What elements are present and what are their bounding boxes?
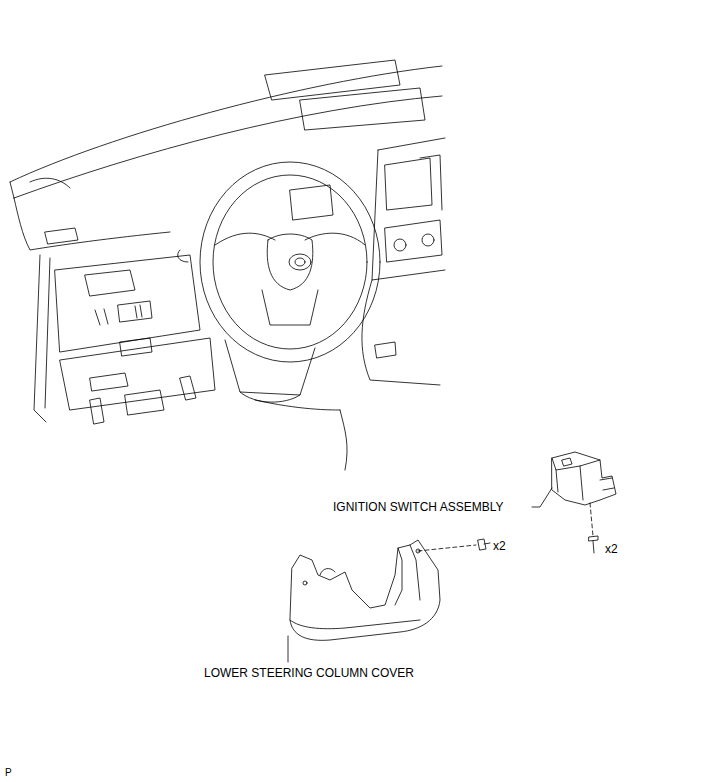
ignition-switch [562,458,572,466]
switches [95,305,142,325]
knob [120,338,152,356]
switch [375,342,396,358]
column-cover [290,540,440,640]
control-panel [385,220,442,262]
dash-outline [255,400,340,410]
quantity-label: x2 [492,539,507,553]
wheel-spoke [262,290,318,325]
column-cover [320,568,335,575]
release-handle [90,373,128,391]
column-cover [290,620,420,629]
defroster [265,60,400,100]
pillar [45,258,50,408]
display [420,155,442,210]
pedal [180,376,196,400]
corner-mark: P [4,766,13,780]
screw [478,539,490,550]
center-stack [372,138,445,280]
console [362,280,440,385]
knob [394,239,406,251]
vent [85,270,135,296]
dash-outline [14,198,170,250]
emblem [289,254,311,270]
switch-panel [118,301,152,322]
dash-outline [14,96,442,198]
dash-outline [10,182,14,198]
wheel-hub [267,234,313,290]
steering-wheel [213,175,367,349]
console [340,410,347,470]
part-name: IGNITION SWITCH ASSEMBLY [332,500,504,514]
pillar [34,255,46,422]
steering-column [240,392,300,402]
dashed-line [590,503,593,536]
pedal [90,398,104,424]
emblem [295,258,305,266]
part-name: LOWER STEERING COLUMN COVER [203,666,415,680]
vent [45,228,78,244]
screw-hole [303,581,307,585]
ignition-switch [552,452,616,505]
column-cover [410,545,420,600]
vent [290,185,333,220]
lower-dash [55,255,200,352]
connector [600,478,614,490]
ignition-switch [552,458,600,500]
leader-line [288,636,289,662]
leader-line [532,488,552,507]
screw [589,536,598,553]
steering-wheel [200,162,380,362]
dashed-line [418,545,476,551]
knob [422,234,434,246]
dash-panel [300,88,425,130]
lower-dash [60,338,215,410]
display [385,158,432,210]
quantity-label: x2 [604,542,619,556]
stalk [178,250,188,262]
dash-outline [30,178,70,188]
wheel-spoke [215,233,365,245]
pedal [125,390,164,415]
screw-hole [416,549,420,553]
column-cover [395,548,402,605]
